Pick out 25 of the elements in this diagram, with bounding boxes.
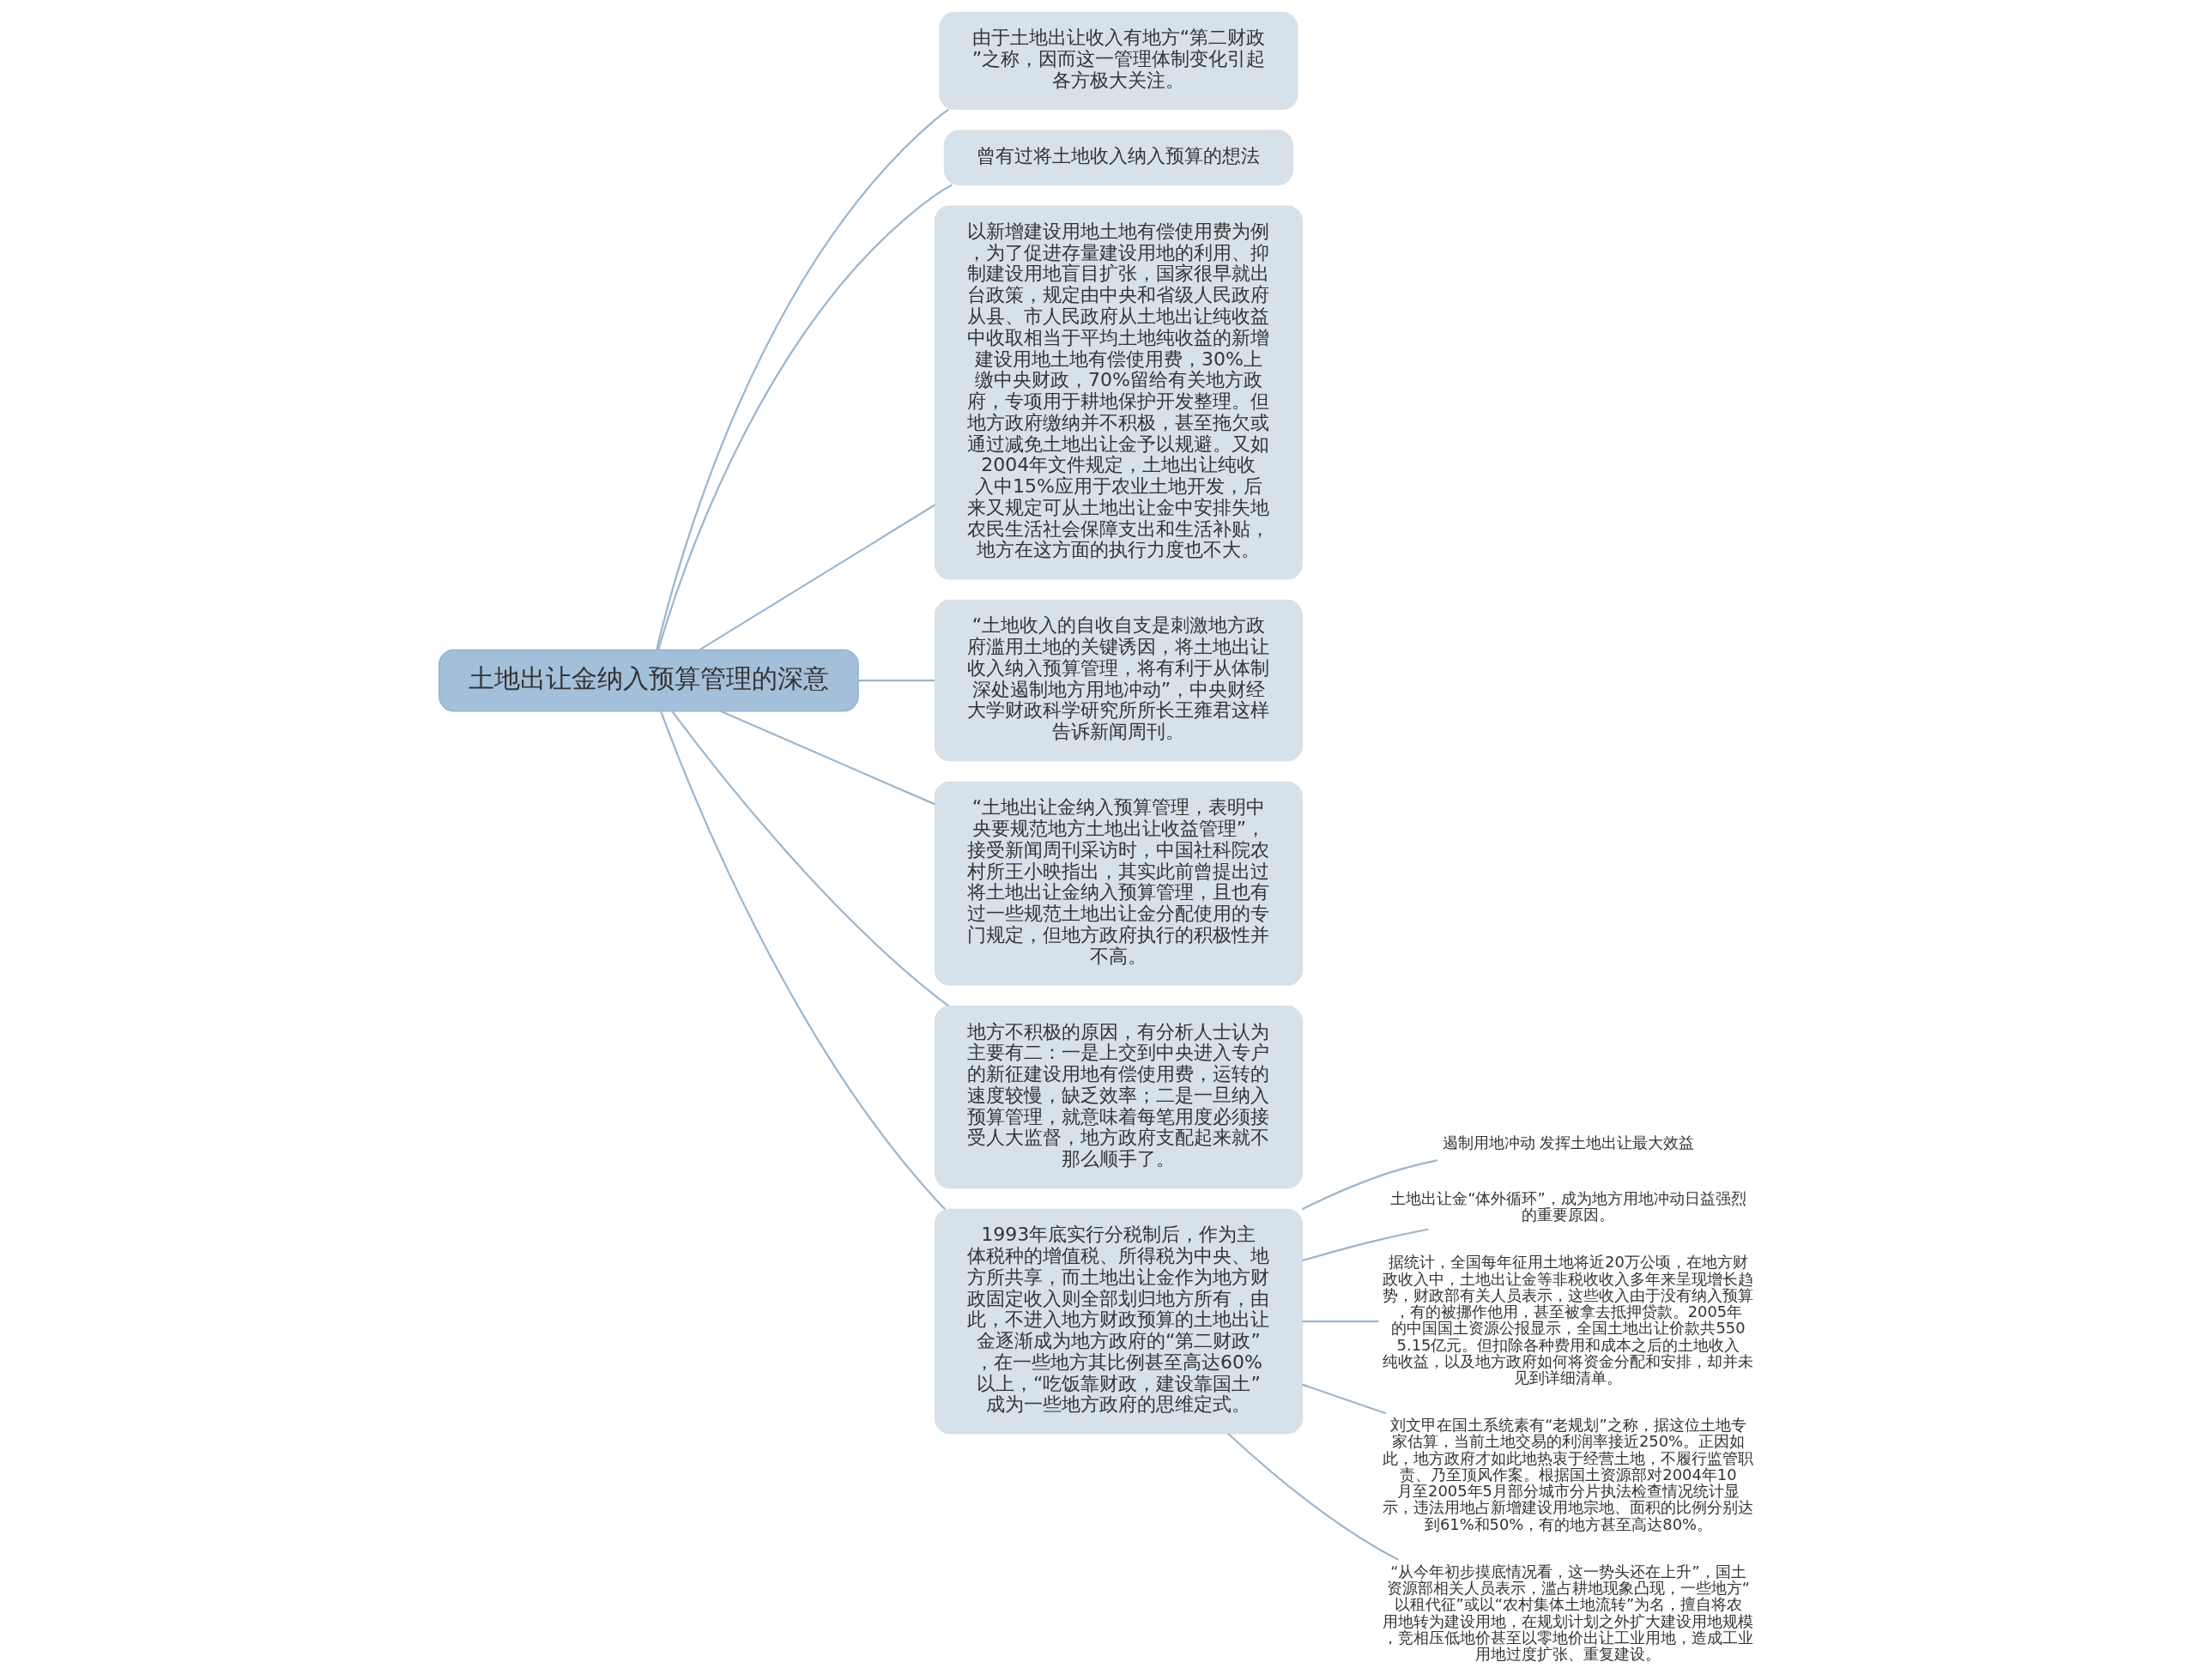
connector: [1302, 1320, 1379, 1322]
node-box: 由于土地出让收入有地方“第二财政”之称，因而这一管理体制变化引起各方极大关注。: [939, 11, 1298, 110]
connector: [671, 710, 949, 1006]
node-text: 土地出让金“体外循环”，成为地方用地冲动日益强烈的重要原因。: [1390, 1188, 1746, 1224]
connector: [657, 184, 953, 650]
node-text: 刘文甲在国土系统素有“老规划”之称，据这位土地专家估算，当前土地交易的利润率接近250%。正因如此，地方政府才如此地热衷于经营土地，不履行监管职责、乃至顶风作案。根据国土资源部对2004年10月至2005年5月部分城市分片执法检查情况统计显示，违法用地占新增建设用地宗地、面积的比例分别达到61%和50%，有的地方甚至高达80%。: [1383, 1415, 1754, 1533]
connector: [1227, 1432, 1399, 1561]
connector: [1302, 1383, 1387, 1414]
connector: [1301, 1158, 1437, 1210]
node-box: 土地出让金纳入预算管理的深意: [439, 649, 859, 712]
node-text: “从今年初步摸底情况看，这一势头还在上升”，国土资源部相关人员表示，滥占耕地现象凸现，一些地方“以租代征”或以“农村集体土地流转”为名，擅自将农用地转为建设用地，在规划计划之外扩大建设用地规模，竞相压低地价甚至以零地价出让工业用地，造成工业用地过度扩张、重复建设。: [1383, 1562, 1754, 1663]
node-box: 以新增建设用地土地有偿使用费为例，为了促进存量建设用地的利用、抑制建设用地盲目扩张，国家很早就出台政策，规定由中央和省级人民政府从县、市人民政府从土地出让纯收益中收取相当于平均土地纯收益的新增建设用地土地有偿使用费，30%上缴中央财政，70%留给有关地方政府，专项用于耕地保护开发整理。但地方政府缴纳并不积极，甚至拖欠或通过减免土地出让金予以规避。又如2004年文件规定，土地出让纯收入中15%应用于农业土地开发，后来又规定可从土地出让金中安排失地农民生活社会保障支出和生活补贴，地方在这方面的执行力度也不大。: [934, 204, 1303, 579]
node-text: 遏制用地冲动 发挥土地出让最大效益: [1442, 1133, 1695, 1151]
connector: [858, 679, 935, 681]
node-box: “土地收入的自收自支是刺激地方政府滥用土地的关键诱因，将土地出让收入纳入预算管理，将有利于从体制深处遏制地方用地冲动”，中央财经大学财政科学研究所所长王雍君这样告诉新闻周刊。: [934, 599, 1303, 761]
node-box: 曾有过将土地收入纳入预算的想法: [943, 129, 1293, 185]
node-box: “土地出让金纳入预算管理，表明中央要规范地方土地出让收益管理”，接受新闻周刊采访时，中国社科院农村所王小映指出，其实此前曾提出过将土地出让金纳入预算管理，且也有过一些规范土地出让金分配使用的专门规定，但地方政府执行的积极性并不高。: [934, 781, 1303, 986]
node-box: 1993年底实行分税制后，作为主体税种的增值税、所得税为中央、地方所共享，而土地出让金作为地方财政固定收入则全部划归地方所有，由此，不进入地方财政预算的土地出让金逐渐成为地方政府的“第二财政”，在一些地方其比例甚至高达60%以上，“吃饭靠财政，建设靠国土”成为一些地方政府的思维定式。: [934, 1208, 1303, 1434]
connector: [720, 710, 935, 805]
node-text: 据统计，全国每年征用土地将近20万公顷，在地方财政收入中，土地出让金等非税收收入多年来呈现增长趋势，财政部有关人员表示，这些收入由于没有纳入预算，有的被挪作他用，甚至被拿去抵押贷款。2005年的中国国土资源公报显示，全国土地出让价款共5505.15亿元。但扣除各种费用和成本之后的土地收入纯收益，以及地方政府如何将资金分配和安排，却并未见到详细清单。: [1383, 1252, 1754, 1387]
connector: [699, 504, 935, 650]
connector: [1302, 1228, 1429, 1261]
connector: [656, 108, 949, 650]
node-box: 地方不积极的原因，有分析人士认为主要有二：一是上交到中央进入专户的新征建设用地有偿使用费，运转的速度较慢，缺乏效率；二是一旦纳入预算管理，就意味着每笔用度必须接受人大监督，地方政府支配起来就不那么顺手了。: [934, 1005, 1303, 1188]
connector: [660, 710, 946, 1210]
